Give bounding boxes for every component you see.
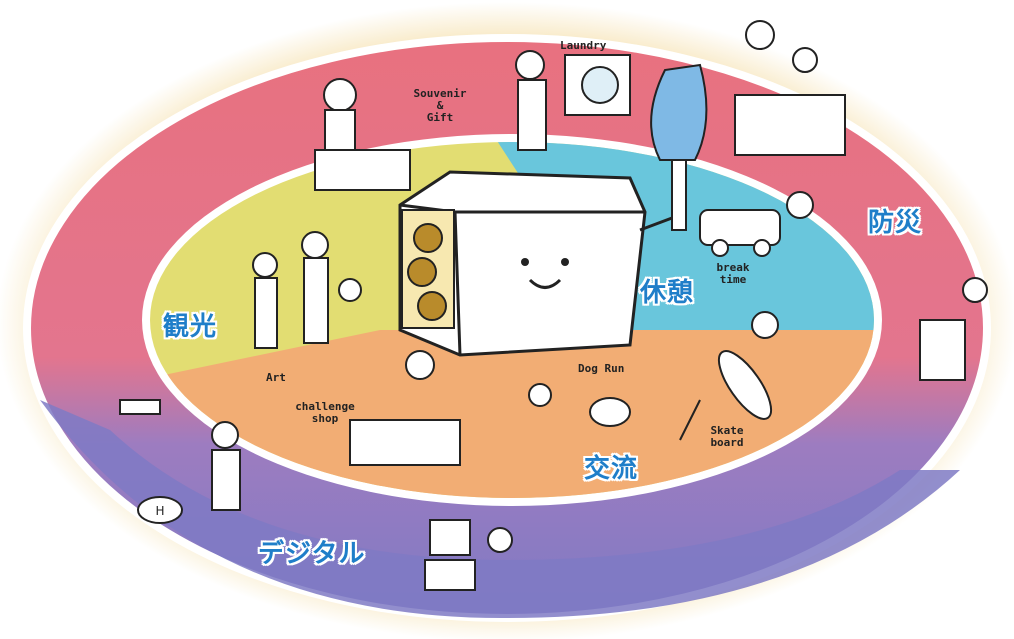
robot-icon	[424, 519, 513, 591]
caption-break-time: break time	[708, 261, 758, 287]
water-pump-icon	[919, 277, 988, 381]
caption-skate-line2: board	[710, 436, 744, 450]
caption-skate-line1: Skate	[710, 424, 744, 437]
drone-pilot-icon	[211, 421, 241, 511]
caption-art: Art	[266, 371, 286, 384]
drone-icon	[119, 399, 161, 415]
caption-challenge-line1: challenge	[295, 400, 355, 413]
skateboard-icon	[679, 311, 779, 441]
zone-label-koryu: 交流	[584, 454, 639, 484]
zone-label-bosai: 防災	[868, 208, 923, 238]
brush-icon	[650, 63, 708, 231]
outer-ring-purple	[40, 400, 960, 619]
car-icon	[699, 191, 814, 257]
tourist-family-icon	[252, 231, 362, 349]
zone-label-digital: デジタル	[258, 539, 366, 569]
caption-break-line2: time	[719, 273, 747, 287]
caption-challenge-shop: challenge shop	[290, 400, 360, 426]
challenge-shop-icon	[349, 350, 461, 466]
zone-label-kanko: 観光	[163, 312, 218, 342]
caption-dog-run: Dog Run	[578, 362, 625, 375]
caption-challenge-line2: shop	[311, 412, 339, 426]
supplies-stockpile-icon	[734, 20, 846, 156]
caption-souvenir: Souvenir & Gift	[400, 87, 480, 125]
caption-souvenir-line1: Souvenir	[413, 87, 467, 100]
central-mascot	[398, 170, 681, 357]
souvenir-stall-icon	[314, 78, 411, 191]
zone-label-kyukei: 休憩	[640, 278, 695, 308]
laundry-machine-icon	[515, 50, 631, 151]
svg-text:H: H	[155, 504, 164, 518]
caption-souvenir-line2: &	[436, 99, 444, 113]
caption-souvenir-line3: Gift	[426, 111, 454, 125]
sunflower-icon	[401, 209, 455, 329]
caption-skateboard: Skate board	[697, 424, 757, 450]
dog-icon	[528, 383, 631, 427]
caption-laundry: Laundry	[560, 39, 607, 52]
caption-break-line1: break	[716, 261, 750, 274]
helipad-icon: H	[137, 496, 183, 524]
